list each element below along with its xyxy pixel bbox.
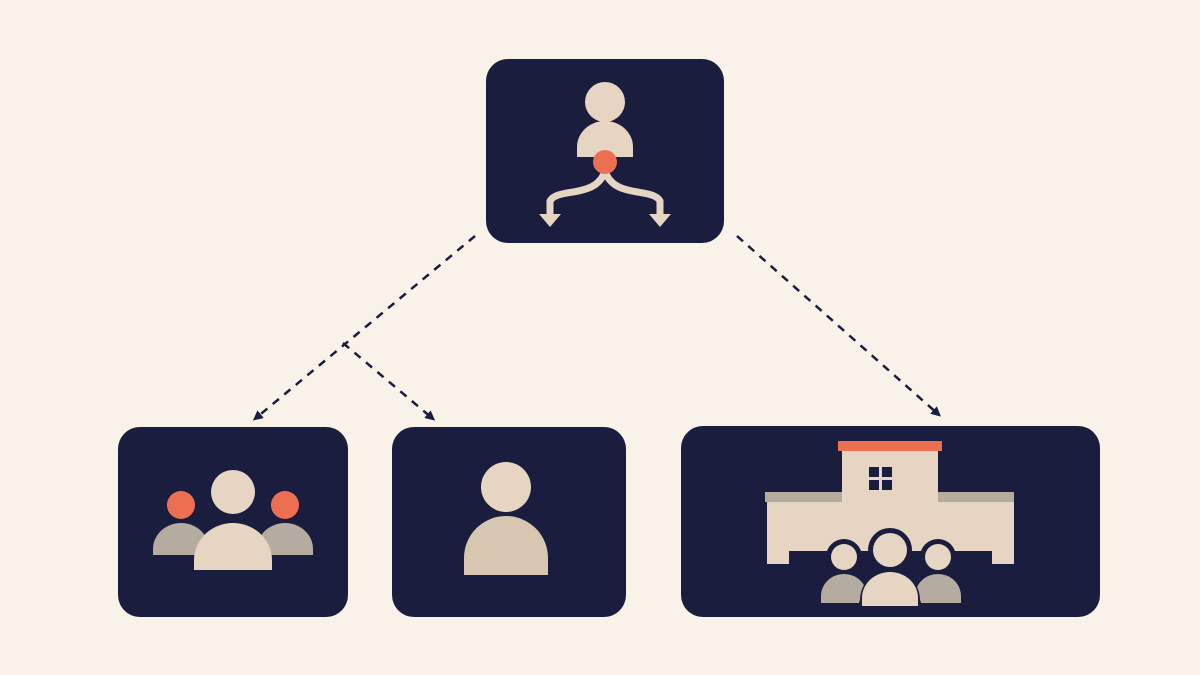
- person-head: [481, 462, 531, 512]
- person-head: [585, 82, 625, 122]
- accent-dot: [593, 150, 617, 174]
- building-left-eave: [765, 492, 842, 502]
- crowd-left-body: [821, 574, 867, 603]
- building-left-wing: [767, 502, 842, 564]
- node-group: [118, 427, 348, 617]
- arrowhead-right: [649, 214, 671, 227]
- person-branching-arrows-icon: [539, 82, 671, 227]
- building-window: [869, 467, 892, 490]
- right-person-body: [257, 523, 313, 555]
- building-right-wing: [938, 502, 1014, 564]
- building-with-people-icon: [765, 441, 1014, 610]
- single-person-icon: [464, 462, 548, 575]
- arrowhead-left: [539, 214, 561, 227]
- left-person-head: [167, 491, 195, 519]
- left-person-body: [153, 523, 209, 555]
- right-person-head: [271, 491, 299, 519]
- node-organization: [681, 426, 1100, 617]
- group-people-icon: [153, 470, 313, 570]
- node-root: [486, 59, 724, 243]
- edge-branch-to-individual: [342, 342, 436, 421]
- building-right-eave: [938, 492, 1014, 502]
- center-person-body: [194, 523, 272, 570]
- node-individual: [392, 427, 626, 617]
- building-roof: [838, 441, 942, 451]
- person-body: [464, 516, 548, 575]
- branch-arrow-right: [601, 167, 664, 221]
- crowd-right-body: [915, 574, 961, 603]
- person-body: [577, 121, 633, 157]
- branch-arrow-left: [546, 167, 609, 221]
- edge-root-to-organization: [736, 235, 941, 417]
- edge-root-to-group: [252, 235, 476, 421]
- center-person-head: [211, 470, 255, 514]
